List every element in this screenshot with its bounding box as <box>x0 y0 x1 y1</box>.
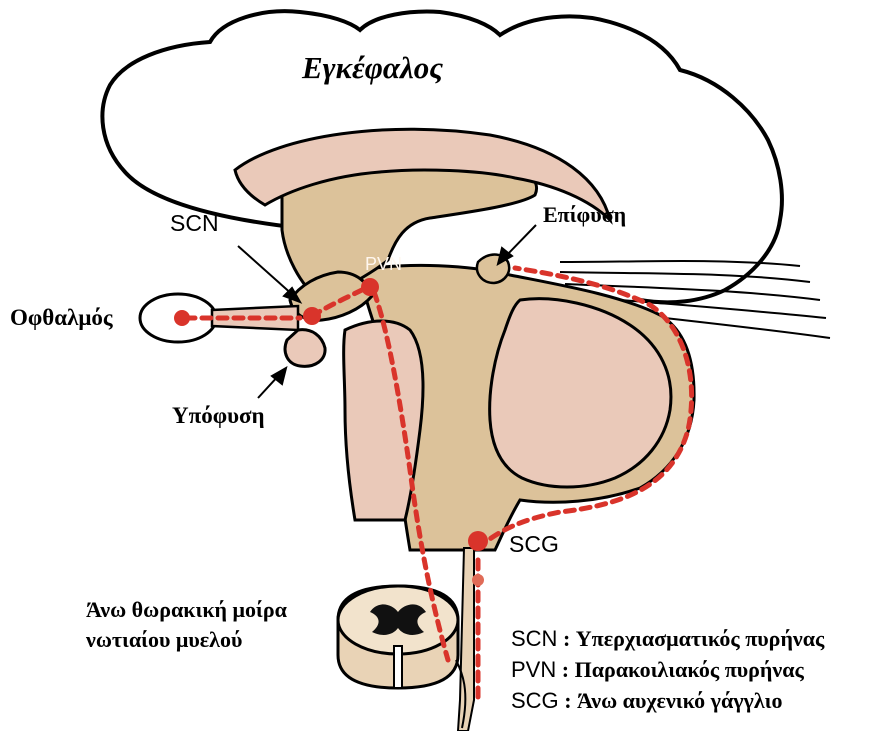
brain-label: Εγκέφαλος <box>302 50 443 86</box>
legend-abbr: PVN <box>511 657 556 682</box>
scg-label: SCG <box>509 531 559 558</box>
scn-arrow <box>238 246 294 296</box>
legend-abbr: SCG <box>511 688 559 713</box>
legend-separator: : <box>564 688 571 713</box>
pituitary <box>285 330 325 367</box>
legend-abbr: SCN <box>511 626 557 651</box>
scn-dot <box>303 307 321 325</box>
legend-item-pvn: PVN : Παρακοιλιακός πυρήνας <box>511 657 804 683</box>
pineal-label: Επίφυση <box>543 202 626 228</box>
spinal-cord-label-line2: νωτιαίου μυελού <box>86 627 242 653</box>
spinal-cord-label-line1: Άνω θωρακική μοίρα <box>86 597 287 623</box>
scg-dot <box>468 531 488 551</box>
legend-item-scn: SCN : Υπερχιασματικός πυρήνας <box>511 626 824 652</box>
pvn-label: PVN <box>365 254 402 275</box>
eye-label: Οφθαλμός <box>10 305 113 331</box>
pvn-dot <box>361 278 379 296</box>
ganglion-dot <box>472 574 484 586</box>
legend-separator: : <box>562 657 569 682</box>
legend-definition: Άνω αυχενικό γάγγλιο <box>577 688 782 713</box>
legend-separator: : <box>563 626 570 651</box>
pituitary-label: Υπόφυση <box>172 403 265 429</box>
legend-item-scg: SCG : Άνω αυχενικό γάγγλιο <box>511 688 782 714</box>
legend-definition: Υπερχιασματικός πυρήνας <box>576 626 825 651</box>
legend-definition: Παρακοιλιακός πυρήνας <box>575 657 804 682</box>
scn-label: SCN <box>170 210 219 237</box>
